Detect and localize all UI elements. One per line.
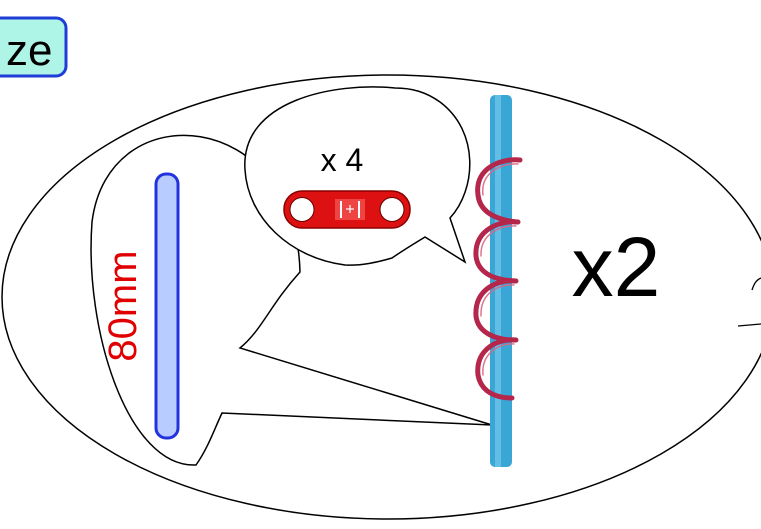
cropped-edge-callout: [737, 277, 761, 327]
rod-callout-bubble: [90, 134, 493, 466]
rod-length-label: 80mm: [101, 250, 145, 361]
connector-link-icon: [283, 190, 411, 229]
straw-assembly-image: [473, 95, 523, 467]
rod-80mm: [154, 172, 180, 440]
outer-ellipse: [1, 74, 761, 520]
connector-quantity-label: x 4: [321, 142, 364, 178]
assembly-quantity-label: x2: [572, 220, 661, 314]
section-tab-label: ze: [6, 26, 52, 75]
section-tab: ze: [0, 16, 68, 78]
